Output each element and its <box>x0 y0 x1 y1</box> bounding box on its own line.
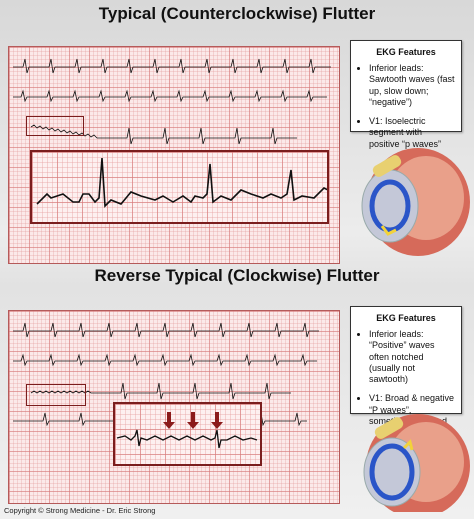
bottom-ekg-row-3 <box>30 382 291 400</box>
bottom-ekg-traces <box>13 322 319 427</box>
bottom-ekg-row-1 <box>13 322 319 338</box>
top-feature-2: V1: Isoelectric segment with positive “p… <box>369 116 455 150</box>
top-title: Typical (Counterclockwise) Flutter <box>98 4 376 23</box>
circuit-arrow-marker <box>380 225 397 236</box>
down-arrow-3 <box>211 412 223 429</box>
top-feature-1: Inferior leads: Sawtooth waves (fast up,… <box>369 63 455 108</box>
top-zoom-box <box>30 150 363 224</box>
copyright-text: Copyright © Strong Medicine - Dr. Eric S… <box>4 506 156 515</box>
bottom-features-heading: EKG Features <box>376 313 436 323</box>
top-ekg-traces <box>13 58 331 145</box>
bottom-heart-illustration <box>363 414 470 512</box>
circuit-arrow-marker <box>402 439 414 451</box>
top-ekg-features-box: EKG Features Inferior leads: Sawtooth wa… <box>350 40 462 149</box>
down-arrow-2 <box>187 412 199 429</box>
bottom-feature-1: Inferior leads: “Positive” waves often n… <box>369 329 455 385</box>
bottom-ekg-row-2 <box>13 353 317 367</box>
top-ekg-row-1 <box>13 58 331 74</box>
top-zoom-trace <box>36 157 363 208</box>
top-heart-illustration <box>361 148 470 256</box>
bottom-zoom-trace <box>116 412 258 449</box>
flutter-circuit-ring <box>369 443 415 501</box>
bottom-title: Reverse Typical (Clockwise) Flutter <box>94 266 380 285</box>
flutter-wave-arrows <box>163 412 223 429</box>
down-arrow-1 <box>163 412 175 429</box>
bottom-inferior-lead-highlight <box>26 384 86 406</box>
top-features-heading: EKG Features <box>376 47 436 57</box>
vessel-top <box>372 155 402 177</box>
bottom-ekg-features-box: EKG Features Inferior leads: “Positive” … <box>350 306 462 426</box>
vessel-top <box>374 417 404 439</box>
top-inferior-lead-highlight <box>26 116 84 136</box>
top-ekg-row-2 <box>13 89 327 103</box>
bottom-zoom-box <box>113 402 262 466</box>
flutter-circuit-ring <box>369 179 411 233</box>
top-ekg-row-3 <box>30 124 297 145</box>
bottom-ekg-strip <box>8 310 340 504</box>
